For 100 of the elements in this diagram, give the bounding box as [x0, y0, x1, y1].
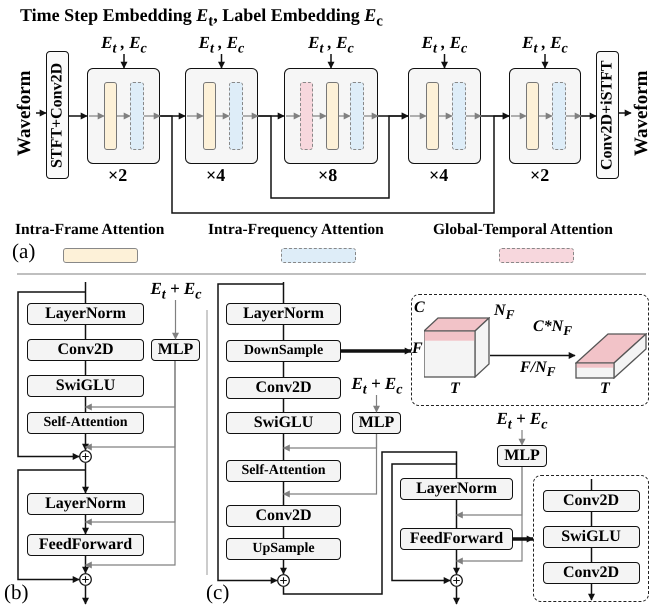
embedding-label: E$_{t}$ + E$_{c}$: [344, 374, 410, 395]
process-box: STFT+Conv2D: [46, 51, 69, 179]
connector-line: [282, 362, 284, 377]
embedding-label: E$_{t}$ , E$_{c}$: [88, 33, 160, 54]
process-box: DownSample: [226, 340, 341, 362]
arrow: [490, 352, 576, 359]
connector-line: [282, 399, 284, 412]
attention-bar: [426, 82, 438, 150]
arrow: [82, 463, 89, 494]
arrow: [82, 556, 89, 574]
signal-label: Waveform: [14, 64, 36, 162]
connector-line: [456, 500, 458, 528]
repeat-count: ×4: [429, 166, 448, 186]
signal-label: Waveform: [631, 64, 653, 162]
arrow: [280, 560, 287, 575]
panel-label: (b): [4, 581, 28, 604]
attention-bar: [104, 82, 116, 150]
block-box: [408, 68, 481, 164]
sum-circle: [450, 574, 463, 587]
arrow: [456, 467, 523, 564]
process-box: Self-Attention: [226, 460, 341, 482]
embedding-label: E$_{t}$ , E$_{c}$: [295, 33, 367, 54]
diagram-title: Time Step Embedding E$_{t}$, Label Embedding E$_{c}$: [20, 5, 383, 31]
attention-bar: [350, 82, 364, 150]
arrow: [243, 112, 259, 120]
arrow: [364, 112, 379, 120]
process-box: Self-Attention: [27, 412, 144, 434]
arrow: [511, 112, 527, 120]
process-box: Conv2D: [226, 377, 341, 399]
connector-line: [84, 282, 86, 303]
legend-label: Intra-Frequency Attention: [208, 221, 384, 240]
attention-bar: [326, 82, 338, 150]
attention-bar: [300, 82, 312, 150]
arrow: [82, 515, 89, 535]
attention-bar: [130, 82, 144, 150]
arrow: [218, 54, 225, 69]
connector-line: [282, 434, 284, 460]
connector-line: [84, 325, 86, 339]
panel-label: (c): [206, 581, 230, 604]
process-box: Conv2D+iSTFT: [596, 51, 619, 179]
panel-label: (a): [12, 240, 36, 264]
arrow: [82, 434, 89, 451]
arrow: [117, 112, 131, 120]
attention-bar: [452, 82, 466, 150]
process-box: Conv2D: [226, 505, 341, 527]
arrow: [439, 112, 453, 120]
arrow: [282, 434, 378, 498]
connector-line: [590, 512, 592, 526]
embedding-label: E$_{t}$ , E$_{c}$: [509, 33, 581, 54]
embedding-label: E$_{t}$ , E$_{c}$: [185, 33, 258, 54]
sum-circle: [79, 573, 92, 586]
arrow: [466, 112, 482, 120]
repeat-count: ×4: [206, 166, 226, 186]
process-box: LayerNorm: [27, 493, 144, 515]
attention-bar: [228, 82, 242, 150]
tensor-drawing: [574, 332, 646, 378]
arrow: [328, 54, 334, 69]
arrow: [187, 112, 204, 120]
process-box: MLP: [352, 412, 401, 434]
tensor-drawing: [424, 316, 490, 378]
repeat-count: ×8: [318, 166, 338, 186]
block-box: [185, 68, 258, 164]
repeat-count: ×2: [108, 166, 128, 186]
process-box: UpSample: [226, 538, 341, 560]
embedding-label: E$_{t}$ + E$_{c}$: [143, 279, 209, 300]
embedding-label: E$_{t}$ + E$_{c}$: [489, 409, 555, 430]
dimension-label: F: [412, 340, 423, 358]
arrow: [581, 112, 597, 120]
arrow: [216, 112, 230, 120]
arrow: [588, 584, 595, 601]
connector-line: [590, 548, 592, 562]
connector-line: [590, 479, 592, 490]
arrow: [513, 536, 534, 542]
arrow: [542, 54, 548, 69]
arrow: [36, 110, 47, 116]
arrow: [410, 112, 427, 120]
arrow: [539, 112, 553, 120]
arrow: [172, 300, 179, 340]
detail-panel: [533, 475, 649, 602]
arrow: [453, 550, 460, 575]
arrow: [286, 112, 301, 120]
process-box: SwiGLU: [27, 375, 144, 397]
attention-bar: [526, 82, 538, 150]
dimension-label: T: [450, 380, 460, 398]
arrow: [120, 54, 128, 69]
dimension-label: N$_{F}$: [494, 302, 514, 323]
process-box: SwiGLU: [226, 412, 341, 434]
arrow: [160, 112, 510, 214]
process-box: Conv2D: [542, 490, 640, 512]
legend-label: Intra-Frame Attention: [15, 221, 164, 240]
block-box: [87, 68, 160, 164]
block-box: [284, 68, 378, 164]
arrow: [17, 291, 86, 460]
process-box: LayerNorm: [27, 303, 144, 325]
arrow: [89, 112, 105, 120]
process-box: Conv2D: [27, 339, 144, 361]
arrow: [82, 586, 89, 605]
arrow: [69, 112, 88, 120]
process-box: SwiGLU: [542, 526, 640, 548]
connector-line: [282, 451, 458, 595]
